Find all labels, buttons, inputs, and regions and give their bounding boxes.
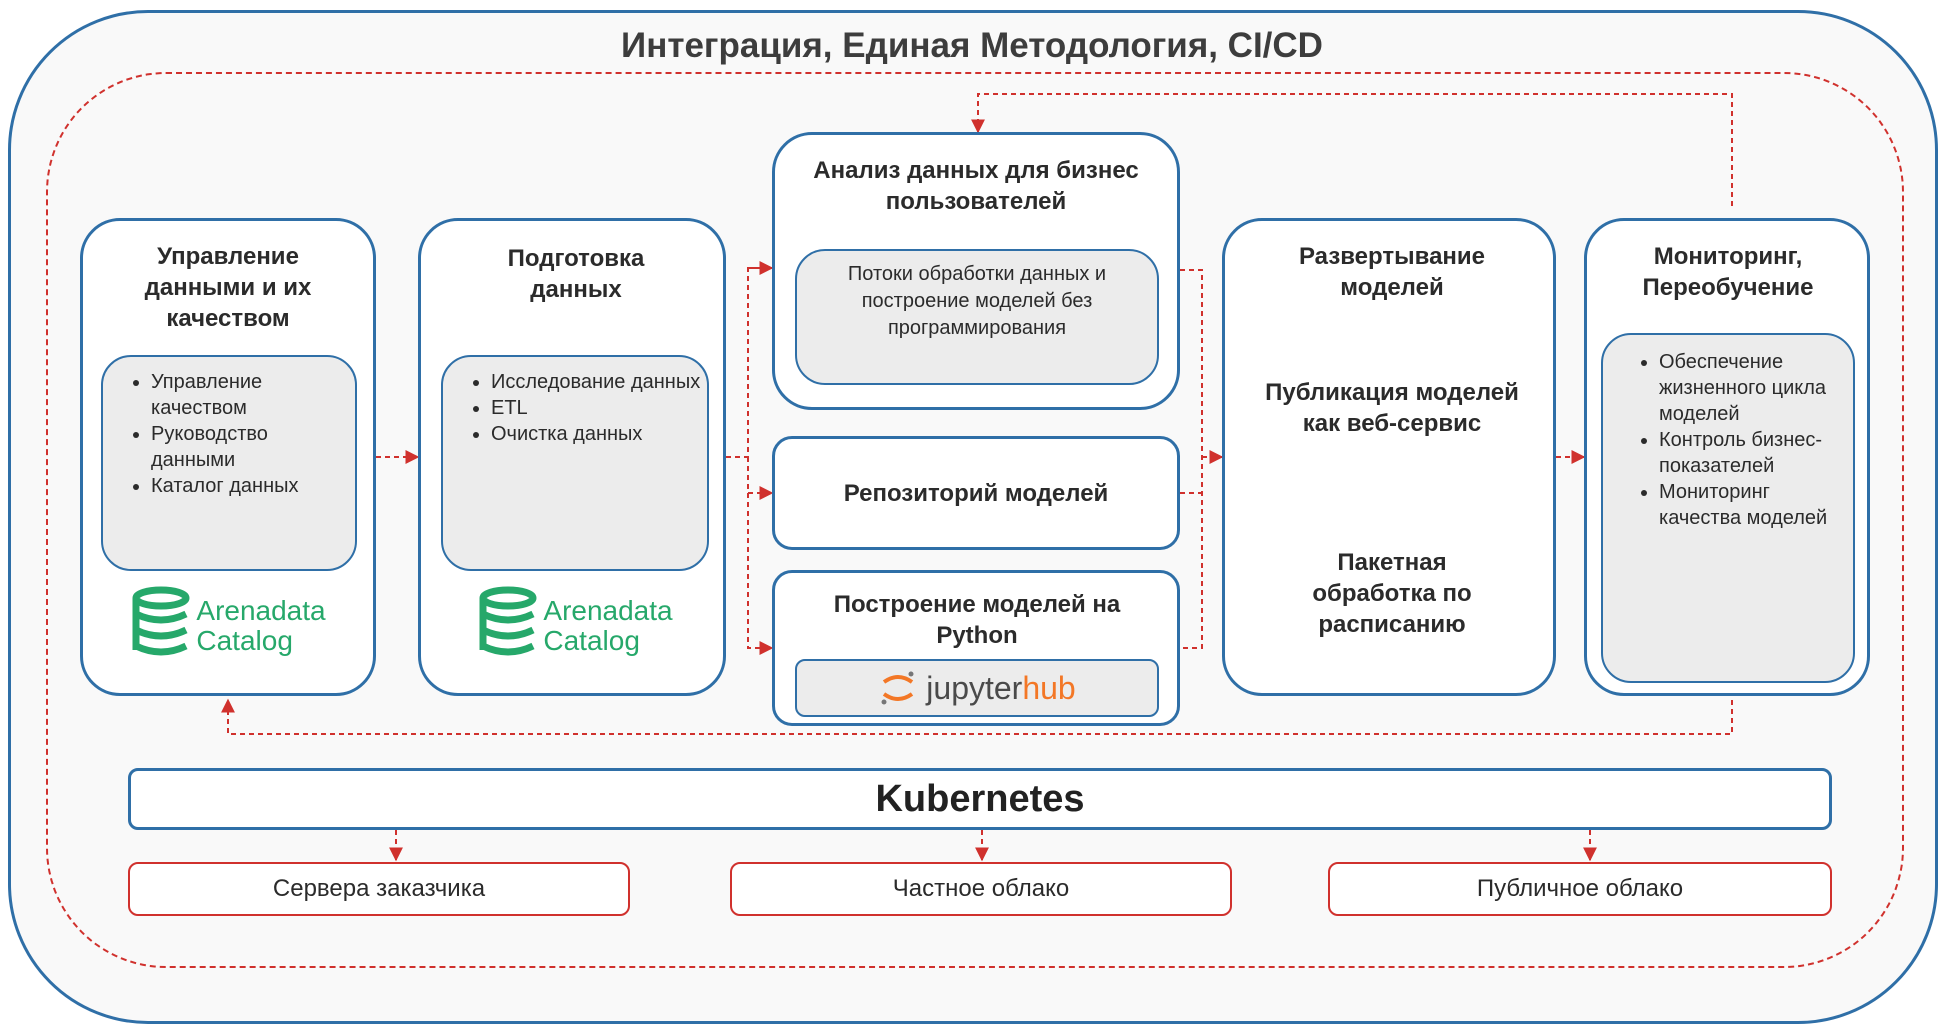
data-preparation-title: Подготовка данных <box>507 245 645 303</box>
monitoring-block: Мониторинг, Переобучение Обеспечение жиз… <box>1584 218 1870 696</box>
model-repository-title: Репозиторий моделей <box>843 479 1109 507</box>
integration-dashed-area <box>46 72 1904 968</box>
list-item: Исследование данных <box>491 369 707 395</box>
target-private-cloud: Частное облако <box>730 862 1232 916</box>
arrow-prep-to-python <box>747 457 774 655</box>
model-deployment-title: Развертывание моделей <box>1298 243 1486 301</box>
web-service-publishing-text: Публикация моделей как веб-сервис <box>1265 379 1519 437</box>
list-item: Очистка данных <box>491 421 707 447</box>
target-customer-servers: Сервера заказчика <box>128 862 630 916</box>
target-label: Частное облако <box>892 875 1070 902</box>
monitoring-list: Обеспечение жизненного цикла моделей Кон… <box>1603 349 1853 531</box>
model-deployment-block: Развертывание моделей Публикация моделей… <box>1222 218 1556 696</box>
page-title: Интеграция, Единая Методология, CI/CD <box>621 26 1323 65</box>
list-item: Контроль бизнес-показателей <box>1659 427 1841 479</box>
arrow-merge-bus <box>1180 269 1203 649</box>
jupyter-logo-text: jupyter <box>926 669 1023 706</box>
data-preparation-list-box: Исследование данных ETL Очистка данных <box>441 355 709 571</box>
logo-line-1: Arenadata <box>196 595 326 626</box>
arrow-monitoring-to-mgmt <box>221 698 1733 735</box>
arrow-monitoring-to-analysis <box>971 93 1733 206</box>
list-item: Руководство данными <box>151 421 355 473</box>
kubernetes-bar: Kubernetes <box>128 768 1832 830</box>
data-preparation-block: Подготовка данных Исследование данных ET… <box>418 218 726 696</box>
monitoring-list-box: Обеспечение жизненного цикла моделей Кон… <box>1601 333 1855 683</box>
arenadata-catalog-logo: Arenadata Catalog <box>123 583 333 669</box>
data-management-list-box: Управление качеством Руководство данными… <box>101 355 357 571</box>
hub-logo-text: hub <box>1022 669 1076 706</box>
batch-processing-text: Пакетная обработка по расписанию <box>1312 549 1472 638</box>
arenadata-catalog-logo: Arenadata Catalog <box>465 583 685 669</box>
arrow-prep-split <box>726 267 772 458</box>
logo-line-2: Catalog <box>196 625 293 656</box>
list-item: Управление качеством <box>151 369 355 421</box>
business-analysis-block: Анализ данных для бизнес пользователей П… <box>772 132 1180 410</box>
logo-line-2: Catalog <box>543 625 640 656</box>
logo-line-1: Arenadata <box>543 595 673 626</box>
python-models-title: Построение моделей на Python <box>833 591 1121 649</box>
business-analysis-inner-box: Потоки обработки данных и построение мод… <box>795 249 1159 385</box>
monitoring-title: Мониторинг, Переобучение <box>1642 243 1814 301</box>
list-item: Мониторинг качества моделей <box>1659 479 1841 531</box>
data-management-block: Управление данными и их качеством Управл… <box>80 218 376 696</box>
data-management-list: Управление качеством Руководство данными… <box>103 369 355 499</box>
model-repository-block: Репозиторий моделей <box>772 436 1180 550</box>
kubernetes-label: Kubernetes <box>875 777 1085 820</box>
business-analysis-description: Потоки обработки данных и построение мод… <box>847 263 1107 339</box>
list-item: ETL <box>491 395 707 421</box>
list-item: Каталог данных <box>151 473 355 499</box>
data-preparation-list: Исследование данных ETL Очистка данных <box>443 369 707 447</box>
list-item: Обеспечение жизненного цикла моделей <box>1659 349 1841 427</box>
database-icon <box>479 586 537 656</box>
target-label: Публичное облако <box>1476 875 1684 902</box>
database-icon <box>132 586 190 656</box>
target-label: Сервера заказчика <box>272 875 486 902</box>
data-management-title: Управление данными и их качеством <box>144 243 312 332</box>
target-public-cloud: Публичное облако <box>1328 862 1832 916</box>
jupyter-icon <box>881 671 914 705</box>
business-analysis-title: Анализ данных для бизнес пользователей <box>813 157 1139 215</box>
